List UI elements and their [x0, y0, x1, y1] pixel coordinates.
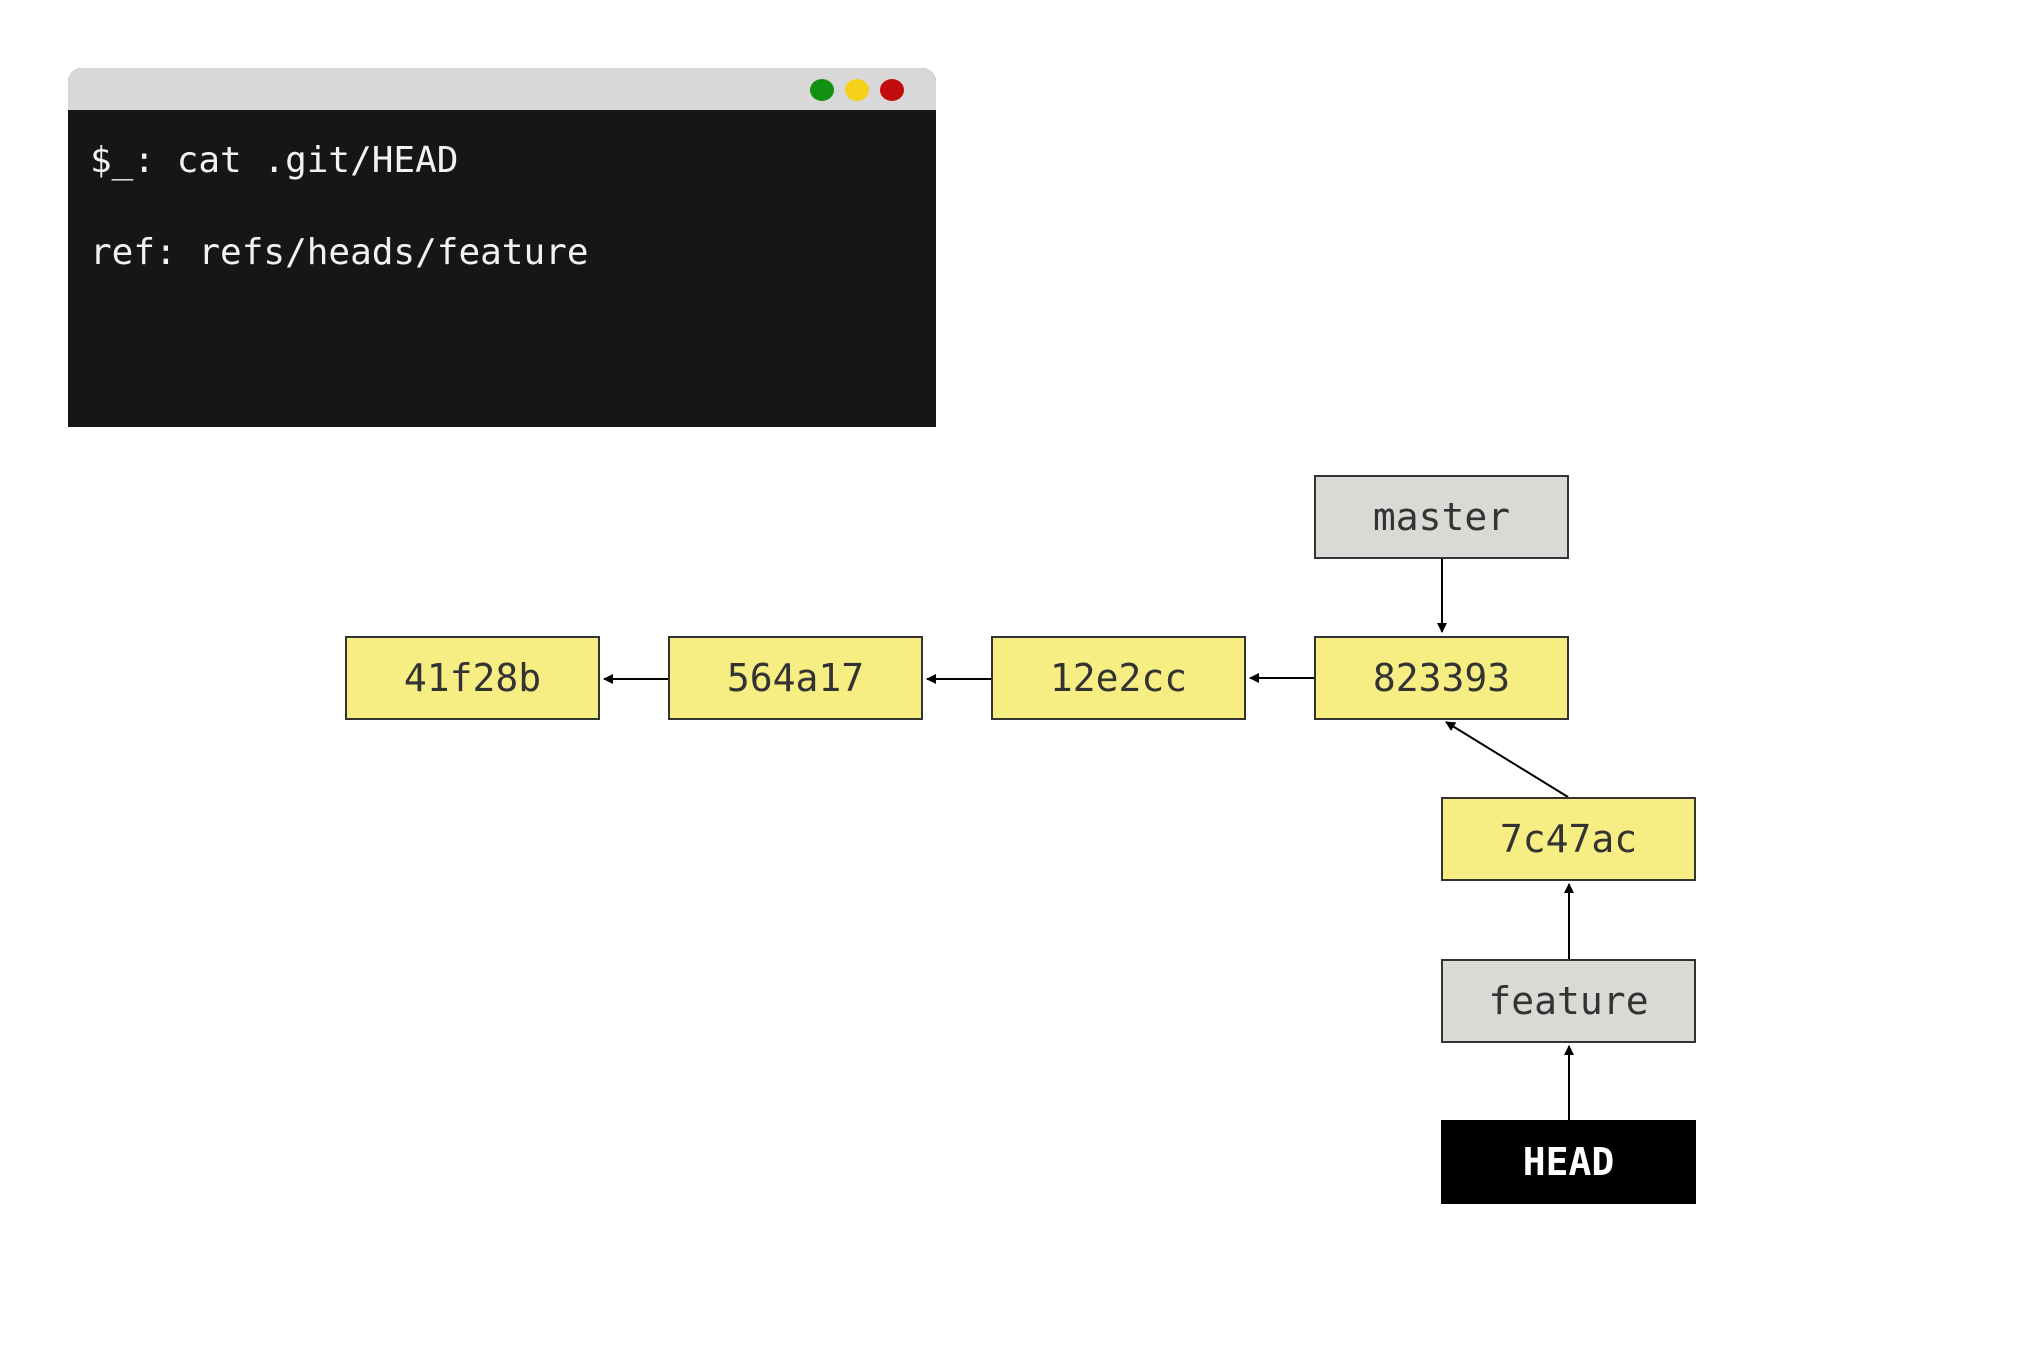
head-pointer[interactable]: HEAD — [1441, 1120, 1696, 1204]
commit-node-12e2cc[interactable]: 12e2cc — [991, 636, 1246, 720]
branch-feature[interactable]: feature — [1441, 959, 1696, 1043]
terminal-command: $_: cat .git/HEAD — [90, 140, 459, 181]
window-red-dot-icon[interactable] — [880, 79, 904, 101]
terminal-body: $_: cat .git/HEAD ref: refs/heads/featur… — [90, 138, 589, 276]
terminal-output: ref: refs/heads/feature — [90, 232, 589, 273]
commit-node-7c47ac[interactable]: 7c47ac — [1441, 797, 1696, 881]
terminal-window: $_: cat .git/HEAD ref: refs/heads/featur… — [68, 68, 936, 427]
window-yellow-dot-icon[interactable] — [845, 79, 869, 101]
commit-node-41f28b[interactable]: 41f28b — [345, 636, 600, 720]
branch-master[interactable]: master — [1314, 475, 1569, 559]
commit-node-823393[interactable]: 823393 — [1314, 636, 1569, 720]
commit-node-564a17[interactable]: 564a17 — [668, 636, 923, 720]
window-green-dot-icon[interactable] — [810, 79, 834, 101]
terminal-titlebar — [68, 68, 936, 110]
arrow-7c47ac-to-823393 — [1445, 721, 1569, 798]
